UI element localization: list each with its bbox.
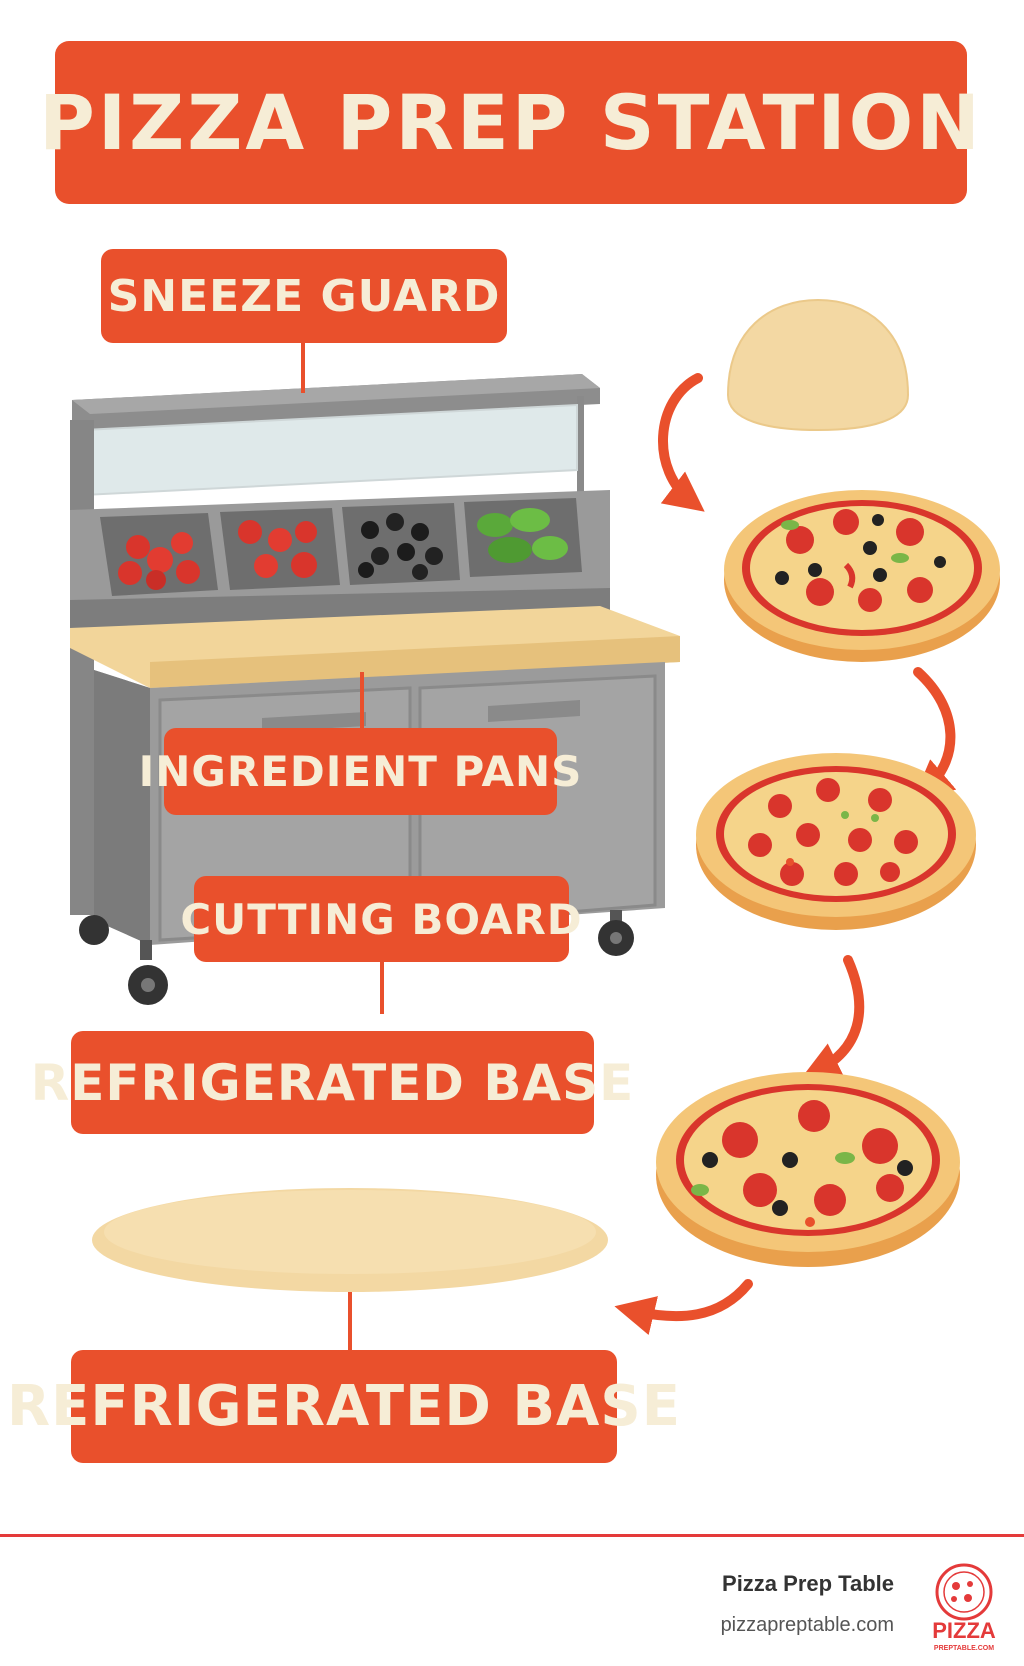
- label-refrigerated-base-bottom: REFRIGERATED BASE: [7, 1350, 680, 1463]
- label-cutting-board: CUTTING BOARD: [180, 876, 582, 962]
- ingredient-pan-tomato-1: [100, 513, 218, 596]
- ingredient-pan-peppers: [464, 498, 582, 577]
- label-refrigerated-base: REFRIGERATED BASE: [31, 1031, 633, 1134]
- label-sneeze-guard: SNEEZE GUARD: [101, 249, 507, 343]
- label-ingredient-pans: INGREDIENT PANS: [139, 728, 581, 815]
- dough-base-icon: [92, 1188, 608, 1292]
- page-title: PIZZA PREP STATION: [39, 41, 980, 204]
- arrow-icon: [614, 1279, 753, 1336]
- footer-divider: [0, 1534, 1024, 1537]
- pizza-icon: [724, 490, 1000, 662]
- pizza-icon: [696, 753, 976, 930]
- ingredient-pan-tomato-2: [220, 508, 340, 590]
- footer-brand-url[interactable]: pizzapreptable.com: [720, 1614, 894, 1636]
- ingredient-pan-olives: [342, 503, 460, 585]
- footer-brand-name: Pizza Prep Table: [722, 1571, 894, 1596]
- connector-lines: [301, 343, 384, 1350]
- caster-wheels: [79, 910, 634, 1005]
- dough-ball-icon: [726, 298, 910, 432]
- pizza-icon: [656, 1072, 960, 1267]
- pizza-logo-icon: PIZZA PREPTABLE.COM: [932, 1563, 996, 1652]
- flow-arrows: [614, 373, 957, 1336]
- logo-text: PIZZA: [932, 1618, 996, 1643]
- logo-subtext: PREPTABLE.COM: [934, 1645, 994, 1652]
- arrow-icon: [658, 373, 705, 512]
- arrow-icon: [800, 955, 865, 1080]
